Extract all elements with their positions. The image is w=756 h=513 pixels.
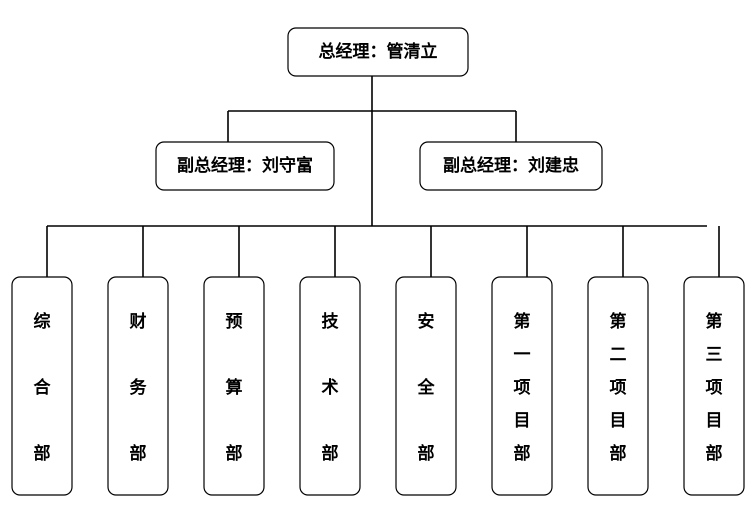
department-nodes: 综合部 财务部 预算部 技术部 安全部 第一项目部 第二项目部 第三项目部 xyxy=(11,276,745,496)
node-deputy-manager-2: 副总经理：刘建忠 xyxy=(419,141,603,191)
node-department-4-label: 技术部 xyxy=(322,311,340,464)
node-general-manager-label: 总经理：管清立 xyxy=(319,41,438,62)
node-deputy-manager-1-label: 副总经理：刘守富 xyxy=(177,155,313,176)
node-deputy-manager-1: 副总经理：刘守富 xyxy=(155,141,335,191)
connectors xyxy=(46,76,720,277)
connector-department-drops xyxy=(46,226,720,277)
node-department-3-label: 预算部 xyxy=(225,312,243,464)
node-department-1-label: 综合部 xyxy=(34,311,52,464)
node-department-7: 第二项目部 xyxy=(587,276,649,496)
node-deputy-manager-2-label: 副总经理：刘建忠 xyxy=(443,155,579,176)
node-department-6-label: 第一项目部 xyxy=(514,311,531,464)
node-department-2-label: 财务部 xyxy=(129,311,148,464)
node-department-4: 技术部 xyxy=(299,276,361,496)
node-department-6: 第一项目部 xyxy=(491,276,553,496)
node-department-5: 安全部 xyxy=(395,276,457,496)
node-department-8: 第三项目部 xyxy=(683,276,745,496)
node-department-7-label: 第二项目部 xyxy=(610,311,627,464)
node-general-manager: 总经理：管清立 xyxy=(287,27,469,77)
node-department-8-label: 第三项目部 xyxy=(706,311,723,464)
node-department-2: 财务部 xyxy=(107,276,169,496)
node-department-5-label: 安全部 xyxy=(417,311,436,464)
node-department-3: 预算部 xyxy=(203,276,265,496)
node-department-1: 综合部 xyxy=(11,276,73,496)
